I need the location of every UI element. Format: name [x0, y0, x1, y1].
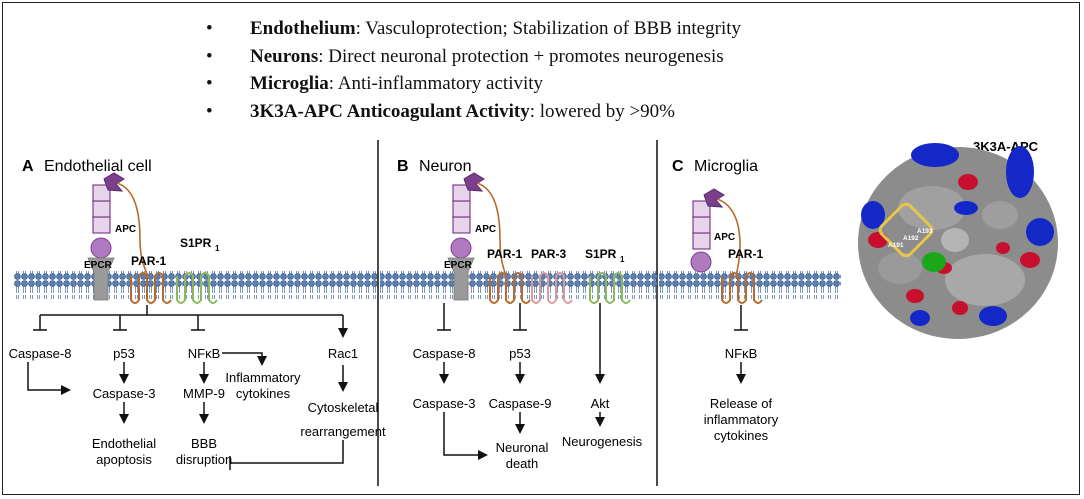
node-endothelial-a-2: apoptosis — [96, 452, 152, 467]
par1-label-a: PAR-1 — [131, 254, 166, 268]
node-neuronal-death-b-1: Neuronal — [496, 440, 549, 455]
node-caspase3-a: Caspase-3 — [93, 386, 156, 401]
panel-a-letter: A — [22, 158, 34, 175]
signaling-lines-b — [437, 303, 605, 460]
epcr-label-a: EPCR — [84, 260, 113, 271]
node-mmp9-a: MMP-9 — [183, 386, 225, 401]
node-caspase9-b: Caspase-9 — [489, 396, 552, 411]
s1pr1-label-b: S1PR — [585, 247, 617, 261]
active-site-highlight — [878, 202, 934, 258]
bullet-bold: Neurons — [250, 46, 319, 67]
epcr-a: EPCR — [84, 237, 115, 301]
bullet-text: : Direct neuronal protection + promotes … — [318, 46, 724, 67]
apc-complex-c: APC — [690, 188, 741, 279]
node-bbb-a-2: disruption — [176, 452, 232, 467]
s1pr1-receptor-a: S1PR 1 — [176, 236, 220, 304]
panel-b-letter: B — [397, 158, 409, 175]
node-caspase8-b: Caspase-8 — [413, 346, 476, 361]
s1pr1-receptor-b: S1PR 1 — [585, 247, 631, 304]
node-neuronal-death-b-2: death — [506, 456, 539, 471]
par1-receptor-c: PAR-1 — [721, 247, 763, 304]
node-cytoskeletal-a-2: rearrangement — [300, 424, 386, 439]
node-release-c-2: inflammatory — [704, 412, 779, 427]
node-release-c-3: cytokines — [714, 428, 769, 443]
apc-label-c: APC — [714, 232, 735, 243]
bullet-bold: Microglia — [250, 73, 329, 94]
panel-b-title: Neuron — [419, 158, 471, 175]
bullet-text: : lowered by >90% — [529, 101, 675, 122]
signaling-lines-a — [27, 305, 348, 470]
par1-receptor-a: PAR-1 — [130, 254, 172, 304]
panel-c-title: Microglia — [694, 158, 758, 175]
node-inflammatory-a-1: Inflammatory — [225, 370, 301, 385]
par1-label-b: PAR-1 — [487, 247, 522, 261]
bullet-dot: • — [206, 73, 213, 94]
membrane-c — [659, 271, 841, 299]
residue-a193: A193 — [917, 228, 933, 235]
panel-a-title: Endothelial cell — [44, 158, 152, 175]
node-cytoskeletal-a-1: Cytoskeletal — [308, 400, 379, 415]
par3-label-b: PAR-3 — [531, 247, 566, 261]
protein-structure: A191 A192 A193 — [858, 143, 1058, 339]
apc-complex-a: APC — [92, 172, 149, 279]
signaling-lines-c — [734, 305, 748, 384]
node-p53-a: p53 — [113, 346, 135, 361]
node-akt-b: Akt — [591, 396, 610, 411]
bullet-dot: • — [206, 101, 213, 122]
node-inflammatory-a-2: cytokines — [236, 386, 291, 401]
par3-receptor-b: PAR-3 — [531, 247, 573, 304]
node-endothelial-a-1: Endothelial — [92, 436, 156, 451]
apc-complex-b: APC — [452, 172, 507, 279]
residue-a192: A192 — [903, 235, 919, 242]
residue-a191: A191 — [888, 242, 904, 249]
epcr-label-b: EPCR — [444, 260, 473, 271]
panel-c-letter: C — [672, 158, 684, 175]
apc-label-b: APC — [475, 224, 496, 235]
s1pr1-sub-a: 1 — [215, 244, 220, 253]
node-neurogenesis-b: Neurogenesis — [562, 434, 643, 449]
node-p53-b: p53 — [509, 346, 531, 361]
par1-label-c: PAR-1 — [728, 247, 763, 261]
s1pr1-sub-b: 1 — [620, 255, 625, 264]
bullet-dot: • — [206, 46, 213, 67]
membrane-a — [14, 271, 378, 299]
s1pr1-label-a: S1PR — [180, 236, 212, 250]
node-rac1-a: Rac1 — [328, 346, 358, 361]
node-release-c-1: Release of — [710, 396, 773, 411]
bullet-bold: Endothelium — [250, 18, 356, 39]
bullet-dot: • — [206, 18, 213, 39]
apc-label-a: APC — [115, 224, 136, 235]
epcr-b: EPCR — [444, 237, 475, 301]
bullet-text: : Anti-inflammatory activity — [328, 73, 544, 94]
bullet-text: : Vasculoprotection; Stabilization of BB… — [355, 18, 742, 39]
node-bbb-a-1: BBB — [191, 436, 217, 451]
node-caspase3-b: Caspase-3 — [413, 396, 476, 411]
bullet-bold: 3K3A-APC Anticoagulant Activity — [250, 101, 530, 122]
node-nfkb-c: NFκB — [725, 346, 758, 361]
node-nfkb-a: NFκB — [188, 346, 221, 361]
membrane-b — [380, 271, 657, 299]
par1-receptor-b: PAR-1 — [487, 247, 531, 304]
node-caspase8-a: Caspase-8 — [9, 346, 72, 361]
